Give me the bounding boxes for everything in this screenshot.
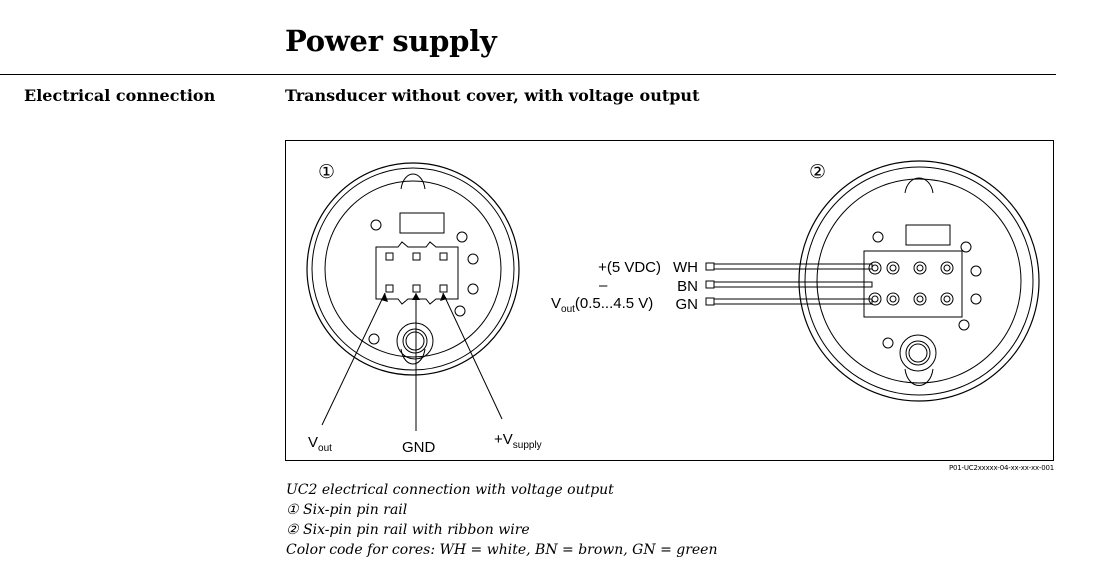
caption-item-2: ② Six-pin pin rail with ribbon wire [286,522,530,538]
marker-two: ② [809,161,826,183]
page-title: Power supply [285,24,497,58]
vout-label: Vout [308,434,332,454]
connection-figure: ① ② Vout GND +Vsupply +(5 VDC) WH – BN V… [285,140,1054,461]
subsection-title: Transducer without cover, with voltage o… [285,86,700,105]
connection-diagram: ① ② Vout GND +Vsupply +(5 VDC) WH – BN V… [306,160,1040,456]
right-connector [798,160,1040,402]
caption-item-1: ① Six-pin pin rail [286,502,408,518]
wire-gn-description: Vout(0.5...4.5 V) [551,295,653,315]
wire-wh-code: WH [673,259,698,276]
wire-bn-description: – [599,277,608,294]
gnd-label: GND [402,439,436,456]
figure-id: P01-UC2xxxxx-04-xx-xx-xx-001 [949,464,1054,472]
vsupply-label: +Vsupply [494,431,542,451]
left-connector [306,162,520,431]
ribbon-wires [705,262,873,306]
figure-caption: UC2 electrical connection with voltage o… [286,480,717,560]
wire-wh-description: +(5 VDC) [598,259,661,276]
wire-bn-code: BN [677,278,698,295]
side-heading: Electrical connection [24,86,216,105]
header-rule [0,74,1056,75]
caption-title: UC2 electrical connection with voltage o… [286,482,614,498]
wire-gn-code: GN [676,296,699,313]
marker-one: ① [318,161,335,183]
caption-color-code: Color code for cores: WH = white, BN = b… [286,542,718,558]
